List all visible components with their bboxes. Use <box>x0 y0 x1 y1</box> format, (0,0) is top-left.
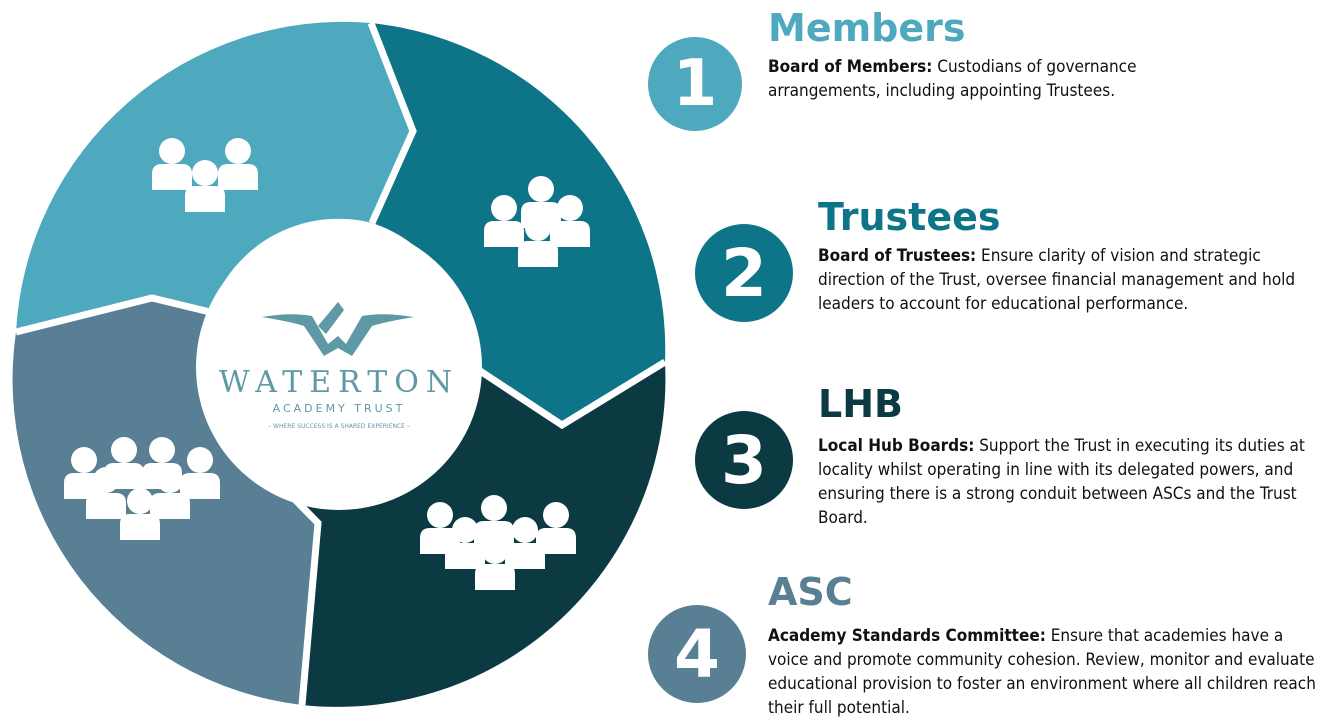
waterton-logo: WATERTON ACADEMY TRUST – WHERE SUCCESS I… <box>219 302 459 430</box>
tier-title-trustees: Trustees <box>818 195 1001 239</box>
bird-logo-icon <box>262 302 414 356</box>
tier-title-members: Members <box>768 6 966 50</box>
number-badge-3: 3 <box>695 411 793 509</box>
tier-desc-text-asc: Ensure that academies have a voice and p… <box>768 626 1316 718</box>
tier-desc-asc: Academy Standards Committee: Ensure that… <box>768 624 1322 720</box>
number-2: 2 <box>721 234 767 312</box>
number-badge-4: 4 <box>648 605 746 703</box>
logo-name: WATERTON <box>219 365 459 400</box>
center-circle <box>196 224 482 510</box>
number-badge-1: 1 <box>648 37 742 131</box>
tier-desc-text-lhb: Support the Trust in executing its dutie… <box>818 436 1305 528</box>
tier-desc-bold-lhb: Local Hub Boards: <box>818 436 975 456</box>
number-3: 3 <box>721 421 767 499</box>
tier-desc-bold-members: Board of Members: <box>768 57 933 77</box>
number-1: 1 <box>672 47 718 121</box>
tier-title-lhb: LHB <box>818 382 903 426</box>
tier-title-asc: ASC <box>768 570 853 614</box>
tier-desc-lhb: Local Hub Boards: Support the Trust in e… <box>818 434 1323 530</box>
number-badge-2: 2 <box>695 224 793 322</box>
tier-desc-text-trustees: Ensure clarity of vision and strategic d… <box>818 246 1296 314</box>
governance-cycle-diagram: WATERTON ACADEMY TRUST – WHERE SUCCESS I… <box>12 21 667 707</box>
tier-desc-trustees: Board of Trustees: Ensure clarity of vis… <box>818 244 1298 316</box>
tier-desc-members: Board of Members: Custodians of governan… <box>768 55 1238 103</box>
tier-desc-bold-asc: Academy Standards Committee: <box>768 626 1046 646</box>
logo-tagline: – WHERE SUCCESS IS A SHARED EXPERIENCE – <box>268 423 410 430</box>
tier-desc-text-members: Custodians of governance arrangements, i… <box>768 57 1137 101</box>
number-4: 4 <box>674 615 720 693</box>
tier-desc-bold-trustees: Board of Trustees: <box>818 246 977 266</box>
logo-sub: ACADEMY TRUST <box>273 402 406 415</box>
